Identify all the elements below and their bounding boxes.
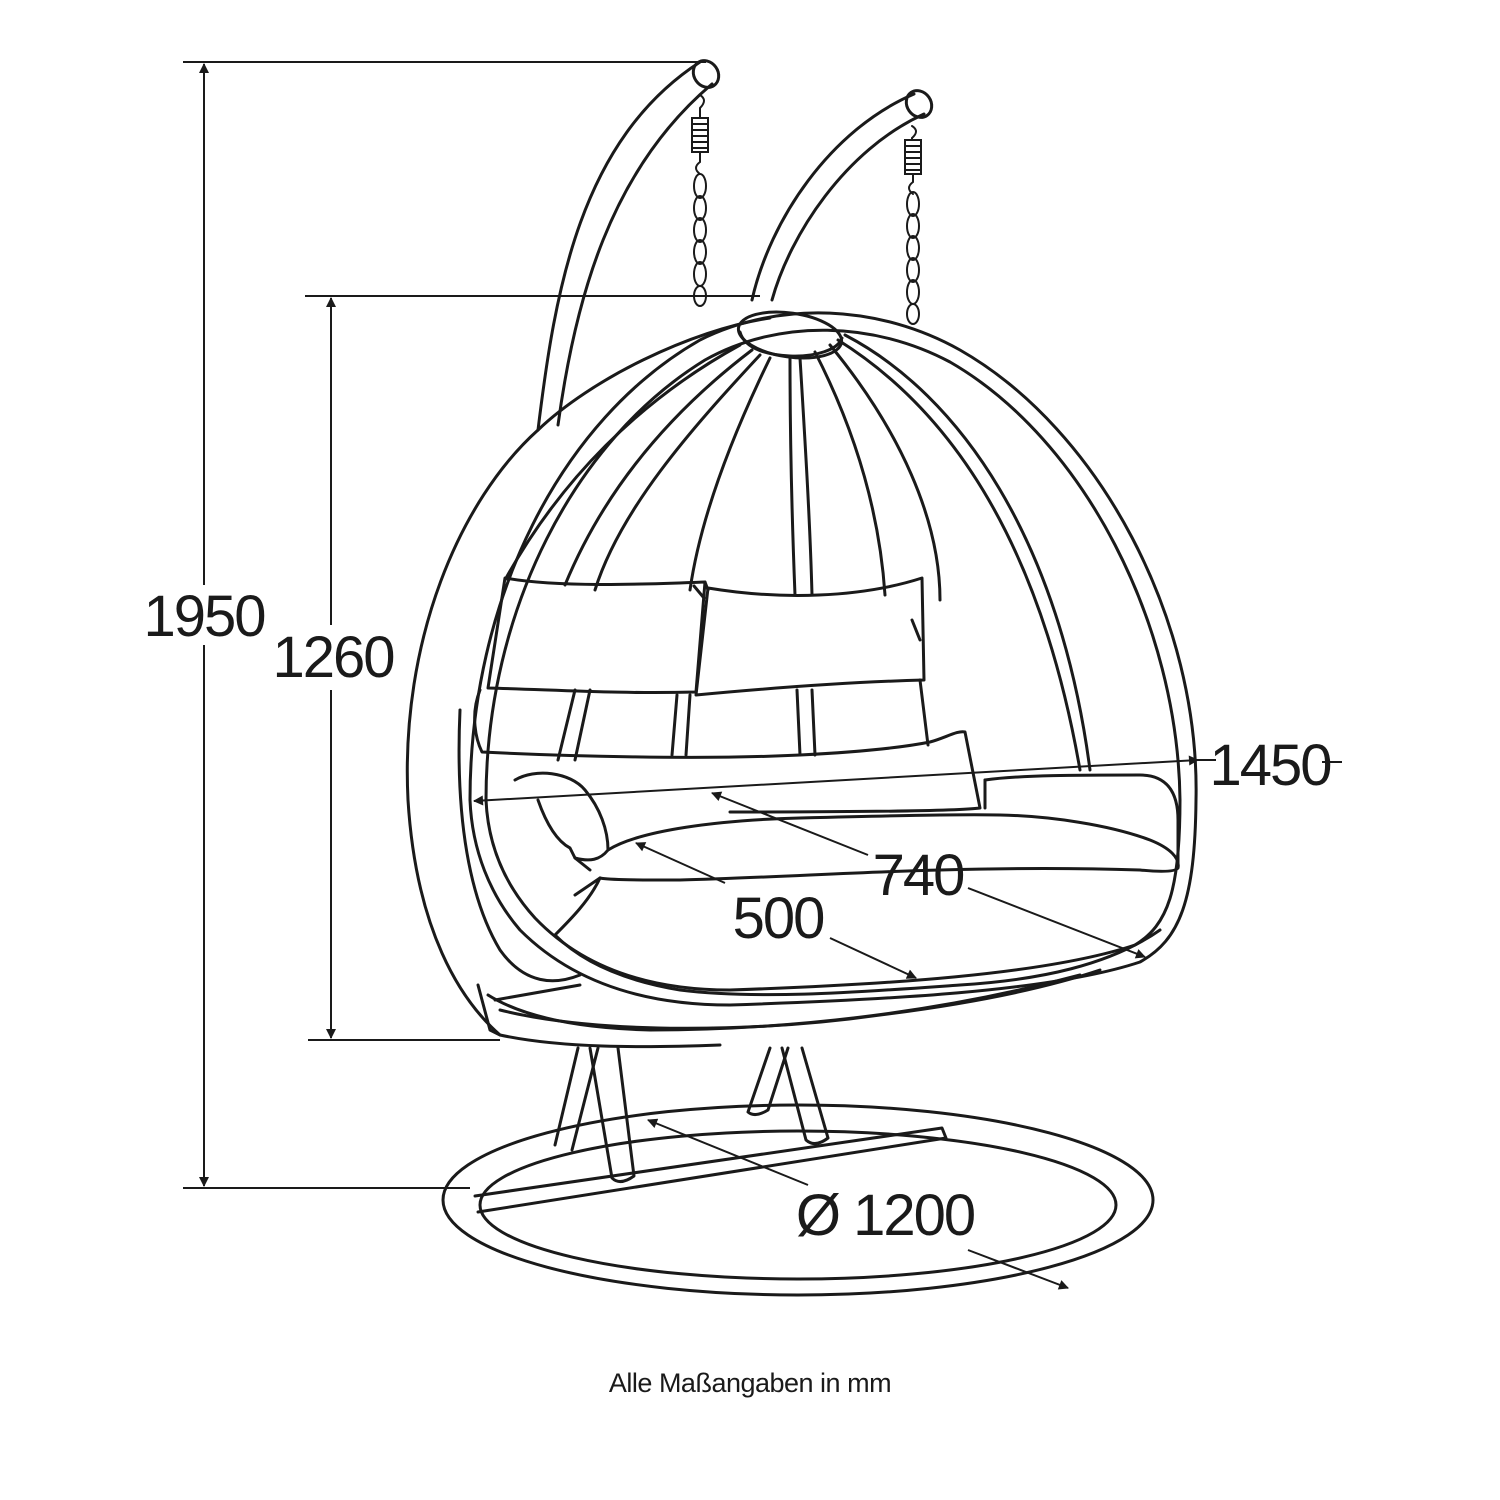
dimension-seat-height — [305, 295, 760, 1041]
dimension-total-height — [183, 61, 706, 1189]
dimension-seat-width — [711, 791, 1146, 959]
chain-left — [691, 94, 709, 307]
basket-ribs — [503, 333, 1092, 772]
dimension-label-1950: 1950 — [143, 584, 264, 649]
chain-right — [904, 125, 922, 325]
dimension-label-1450: 1450 — [1209, 733, 1330, 798]
dimension-width — [473, 755, 1342, 806]
units-footnote: Alle Maßangaben in mm — [608, 1368, 892, 1398]
dimension-label-diameter: Ø 1200 — [796, 1183, 974, 1248]
dimension-base-diameter — [647, 1118, 1069, 1290]
dimension-label-1260: 1260 — [272, 625, 393, 690]
dimension-label-500: 500 — [733, 886, 824, 951]
dimension-label-740: 740 — [873, 843, 964, 908]
stand-legs — [553, 1046, 830, 1183]
back-cushions — [473, 576, 982, 814]
seat-cushions — [513, 771, 1180, 997]
dimension-seat-depth — [635, 842, 917, 979]
stand-arm-right — [750, 89, 934, 302]
